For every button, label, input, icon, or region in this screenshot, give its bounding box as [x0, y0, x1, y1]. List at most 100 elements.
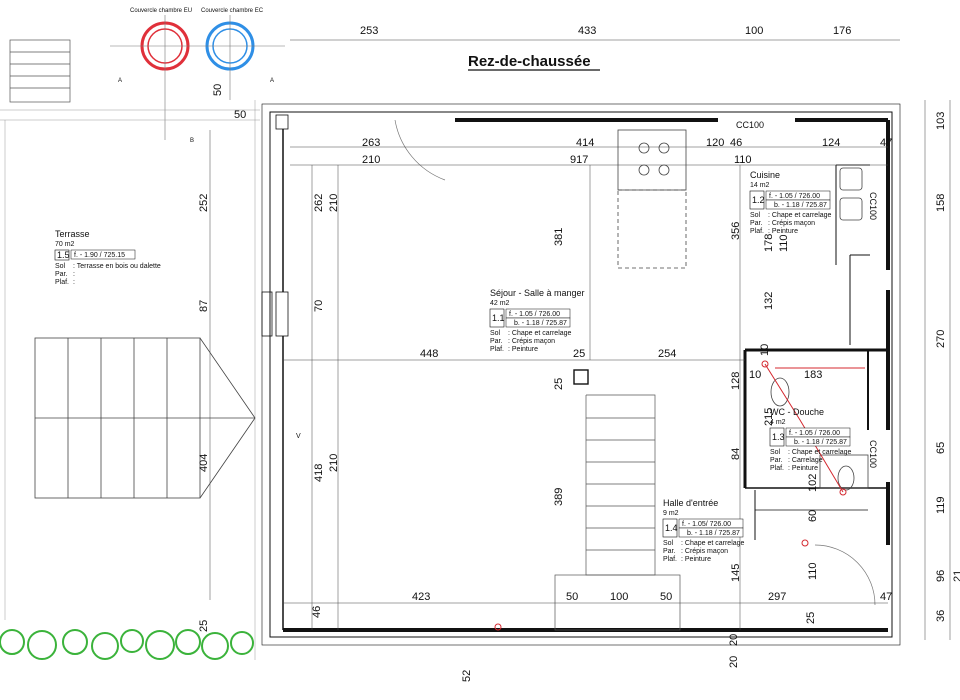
room-name-halle: Halle d'entrée: [663, 498, 718, 508]
room-plaf-label-wc: Plaf.: [770, 465, 784, 472]
dim-hall-1: 128: [730, 372, 742, 390]
room-plaf-label-cuisine: Plaf.: [750, 228, 764, 235]
room-par-value-cuisine: : Crépis maçon: [768, 220, 815, 227]
dim-top-3: 100: [745, 25, 763, 37]
dim-bot-2: 50: [566, 591, 578, 603]
room-sol-value-wc: : Chape et carrelage: [788, 449, 852, 456]
page-title: Rez-de-chaussée: [468, 53, 591, 70]
dim-in-6: 47: [880, 137, 892, 149]
room-sol-label-cuisine: Sol: [750, 212, 761, 219]
room-plaf-label-terrasse: Plaf.: [55, 279, 69, 286]
room-num-halle: 1.4: [665, 523, 678, 533]
dim-mid-2: 25: [573, 348, 585, 360]
room-sol-label-terrasse: Sol: [55, 263, 66, 270]
room-plaf-value-wc: : Peinture: [788, 465, 818, 472]
room-sol-label-wc: Sol: [770, 449, 781, 456]
legend-eu-label: Couvercle chambre EU: [130, 8, 192, 14]
legend-ec-label: Couvercle chambre EC: [201, 8, 264, 14]
room-area-cuisine: 14 m2: [750, 182, 770, 189]
cc-label-right2: CC100: [868, 440, 878, 468]
dim-bot-5: 297: [768, 591, 786, 603]
dim-bot-11: 52: [461, 670, 473, 682]
dim-right-7: 21: [952, 570, 960, 582]
room-num-box-halle: [662, 518, 678, 538]
dim-kit-2: 178: [763, 234, 775, 252]
room-num-terrasse: 1.5: [57, 250, 70, 260]
room-par-label-sejour: Par.: [490, 338, 503, 345]
terrace-pergola: [34, 337, 256, 499]
exterior-stair: [9, 39, 71, 103]
room-f-wc: f. - 1.05 / 726.00: [789, 430, 840, 437]
room-area-terrasse: 70 m2: [55, 241, 75, 248]
dim-left-4: 25: [198, 620, 210, 632]
room-area-sejour: 42 m2: [490, 300, 510, 307]
room-plaf-value-cuisine: : Peinture: [768, 228, 798, 235]
room-num-wc: 1.3: [772, 432, 785, 442]
door-swing: [394, 119, 446, 181]
dim-left-3: 404: [198, 454, 210, 472]
dim-in2-3: 110: [734, 154, 752, 166]
dim-bot-9: 20: [728, 634, 740, 646]
hedge: [0, 629, 254, 660]
room-b-box-cuisine: [765, 199, 831, 210]
dim-mid-3: 254: [658, 348, 676, 360]
dim-hall-2: 84: [730, 448, 742, 460]
dim-top-4: 176: [833, 25, 851, 37]
room-plaf-value-halle: : Peinture: [681, 556, 711, 563]
room-par-value-halle: : Crépis maçon: [681, 548, 728, 555]
dim-hall-6: 102: [807, 474, 819, 492]
room-name-sejour: Séjour - Salle à manger: [490, 288, 585, 298]
dim-in2-2: 917: [570, 154, 588, 166]
room-plaf-label-sejour: Plaf.: [490, 346, 504, 353]
dim-li-2: 210: [328, 194, 340, 212]
room-f-terrasse: f. - 1.90 / 725.15: [74, 252, 125, 259]
dim-right-8: 36: [935, 610, 947, 622]
dim-mid-7: 10: [759, 344, 771, 356]
dim-bot-4: 50: [660, 591, 672, 603]
dim-right-3: 270: [935, 330, 947, 348]
room-sol-value-halle: : Chape et carrelage: [681, 540, 745, 547]
exterior-walls: [261, 103, 901, 646]
dim-top-1: 253: [360, 25, 378, 37]
room-num-box-cuisine: [749, 190, 765, 210]
dim-v-mark: V: [296, 433, 301, 440]
terrace-area: [0, 100, 260, 660]
dim-hall-8: 110: [807, 562, 819, 580]
dim-left-1: 252: [198, 194, 210, 212]
dim-center-2: 389: [553, 488, 565, 506]
interior-walls: [743, 164, 888, 540]
dim-in-3: 120: [706, 137, 724, 149]
section-a-right: A: [270, 78, 274, 84]
dim-right-6: 96: [935, 570, 947, 582]
dim-li-4: 418: [313, 464, 325, 482]
room-par-label-wc: Par.: [770, 457, 783, 464]
dim-right-5: 119: [935, 496, 947, 514]
room-par-label-halle: Par.: [663, 548, 676, 555]
room-sol-value-cuisine: : Chape et carrelage: [768, 212, 832, 219]
dim-bot-7: 46: [311, 606, 323, 618]
cc-label-right1: CC100: [868, 192, 878, 220]
dim-top-2: 433: [578, 25, 596, 37]
dim-li-1: 262: [313, 194, 325, 212]
room-b-cuisine: b. - 1.18 / 725.87: [774, 202, 827, 209]
dim-mid-6: 183: [804, 369, 822, 381]
entrance-door-swing: [814, 544, 876, 606]
room-b-wc: b. - 1.18 / 725.87: [794, 439, 847, 446]
room-par-label-terrasse: Par.: [55, 271, 68, 278]
room-num-sejour: 1.1: [492, 313, 505, 323]
kitchen-sink-icon: [839, 167, 863, 221]
room-f-cuisine: f. - 1.05 / 726.00: [769, 193, 820, 200]
room-area-halle: 9 m2: [663, 510, 679, 517]
dimension-labels: 253 433 100 176 263 414 120 46 124 47 21…: [198, 25, 960, 682]
room-par-label-cuisine: Par.: [750, 220, 763, 227]
room-f-halle: f. - 1.05/ 726.00: [682, 521, 731, 528]
cc-label-top: CC100: [736, 120, 764, 130]
dim-mid-1: 448: [420, 348, 438, 360]
interior-stair: [554, 369, 681, 631]
dim-mid-5: 10: [749, 369, 761, 381]
dim-in-1: 263: [362, 137, 380, 149]
kitchen-island: [617, 129, 687, 269]
left-windows: [261, 114, 289, 337]
dim-hall-7: 60: [807, 510, 819, 522]
room-name-wc: WC - Douche: [770, 407, 824, 417]
